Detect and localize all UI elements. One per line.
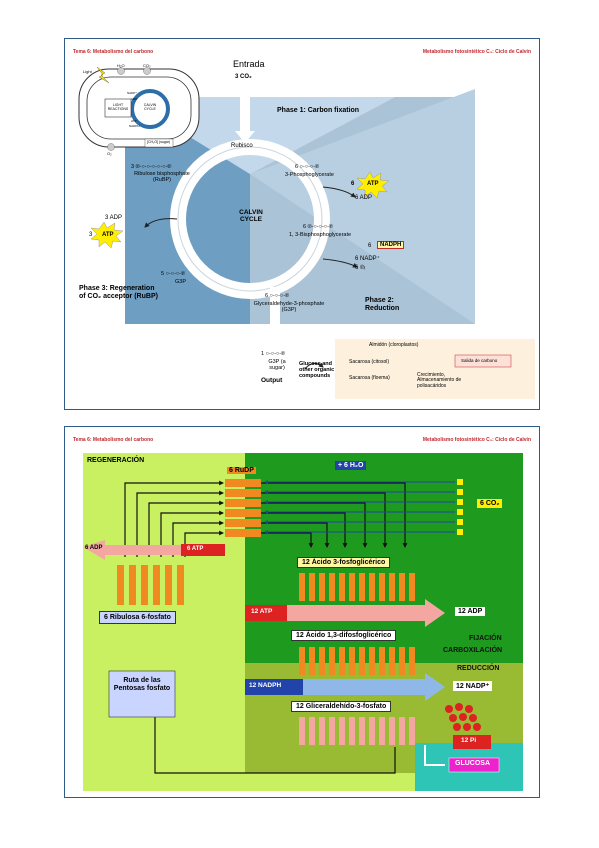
bpg-molecule: 6 ℗-○-○-○-℗ [303, 224, 333, 230]
bpg-name: 1, 3-Bisphosphoglycerate [289, 232, 352, 238]
g3p5-label: G3P [175, 279, 187, 285]
acido13-label: 12 Ácido 1,3-difosfoglicérico [291, 630, 397, 641]
g3p6-name: Glyceraldehyde-3-phosphate (G3P) [253, 301, 325, 314]
entrada-label: Entrada [233, 59, 265, 69]
input-co2: 3 CO₂ [235, 74, 252, 80]
fate-sacarosa-citosol: Sacarosa (citosol) [349, 359, 390, 365]
inset-o2: O₂ [107, 151, 112, 156]
rudp-stack [225, 479, 261, 537]
gliceraldehido-label: 12 Gliceraldehído-3-fosfato [291, 701, 392, 712]
atp3-count: 3 [89, 232, 93, 238]
inset-light: Light [83, 69, 92, 74]
glucosa-label: GLUCOSA [455, 760, 490, 767]
rubisco-label: Rubisco [231, 143, 253, 149]
nadph12-label: 12 NADPH [249, 682, 282, 689]
reduccion-label: REDUCCIÓN [457, 665, 500, 672]
inset-nadph: NADPH [129, 124, 140, 128]
header-topic: Tema 6: Metabolismo del carbono [73, 437, 154, 443]
regeneracion-label: REGENERACIÓN [87, 457, 145, 464]
phase1-label: Phase 1: Carbon fixation [277, 107, 360, 114]
inset-co2: CO₂ [143, 63, 151, 68]
slide-header: Tema 6: Metabolismo del carbono Metaboli… [73, 437, 531, 447]
g3p6-molecule: 6 ○-○-○-℗ [265, 293, 290, 299]
atp12-label: 12 ATP [251, 608, 273, 615]
inset-light-reactions: LIGHT REACTIONS [107, 103, 129, 111]
nadp6-label: 6 NADP⁺ [355, 256, 380, 262]
atp6-label: ATP [367, 181, 379, 187]
ribulosa-bars [117, 565, 184, 605]
adp6-label: 6 ADP [355, 195, 373, 201]
g3p-bars [299, 717, 415, 745]
header-topic: Tema 6: Metabolismo del carbono [73, 49, 154, 55]
calvin-cycle-scheme [83, 453, 523, 791]
header-title: Metabolismo fotosintético C₃: Ciclo de C… [422, 49, 531, 55]
atp-burst-6 [356, 171, 390, 199]
slide-header: Tema 6: Metabolismo del carbono Metaboli… [73, 49, 531, 59]
rubp-name: Ribulose bisphosphate (RuBP) [134, 171, 190, 184]
slide-calvin-cycle-english: Tema 6: Metabolismo del carbono Metaboli… [64, 38, 540, 410]
co2-label: 6 CO₂ [477, 499, 503, 508]
adp6-label: 6 ADP [85, 545, 103, 551]
atp12-arrow [245, 599, 445, 627]
regeneration-loop [124, 480, 396, 774]
fate-almidon: Almidón (cloroplastos) [369, 342, 419, 348]
pga-bars [299, 573, 415, 601]
inset-h2o: H₂O [117, 63, 125, 68]
fijacion-label: FIJACIÓN [469, 635, 502, 642]
ruta-pentosas-label: Ruta de las Pentosas fosfato [113, 677, 171, 693]
fate-sacarosa-floema: Sacarosa (floema) [349, 375, 390, 381]
header-title: Metabolismo fotosintético C₃: Ciclo de C… [422, 437, 531, 443]
glucose-label: Glucose and other organic compounds [299, 361, 335, 380]
pga-molecule: 6 ○-○-○-℗ [295, 164, 320, 170]
nadph6-count: 6 [368, 243, 372, 249]
phase2-label: Phase 2: Reduction [365, 297, 400, 313]
inset-adp: ADP [131, 97, 138, 101]
atp6-count: 6 [351, 181, 355, 187]
chloroplast-inset [78, 66, 200, 151]
calvin-cycle-diagram [78, 66, 535, 399]
fate-salida: Salida de carbono [461, 358, 498, 363]
rubp-molecule: 3 ℗-○-○-○-○-○-℗ [131, 164, 172, 170]
carboxilacion-label: CARBOXILACIÓN [443, 647, 503, 654]
atp3-label: ATP [102, 232, 114, 238]
pi12-label: 12 Pi [461, 737, 477, 744]
adp3-label: 3 ADP [105, 215, 123, 221]
carbon-fate-box [335, 339, 535, 399]
pi6-label: 6 ℗ᵢ [355, 265, 366, 271]
adp12-label: 12 ADP [455, 607, 486, 616]
inset-atp: ATP [131, 119, 137, 123]
acido3-label: 12 Ácido 3-fosfoglicérico [297, 557, 391, 568]
atp-burst-3 [90, 221, 124, 249]
inset-sugar: [CH₂O] (sugar) [147, 140, 171, 144]
output-g3p: G3P (a sugar) [268, 359, 286, 372]
ribulosa-label: 6 Ribulosa 6-fosfato [99, 611, 176, 624]
g3p5-molecule: 5 ○-○-○-℗ [161, 271, 186, 277]
co2-stack [457, 479, 463, 535]
glucosa-box [448, 757, 500, 773]
nadp12-label: 12 NADP⁺ [453, 681, 493, 691]
bpg-bars [299, 647, 415, 675]
pga-name: 3-Phosphoglycerate [285, 172, 334, 178]
rudp-label: 6 RuDP [227, 467, 256, 474]
output-molecule: 1 ○-○-○-℗ [261, 351, 286, 357]
phase3-label: Phase 3: Regeneration of CO₂ acceptor (R… [79, 285, 158, 301]
fate-crecimiento: Crecimiento, Almacenamiento de polisacár… [417, 372, 462, 389]
inset-calvin-cycle: CALVIN CYCLE [143, 103, 157, 111]
nadph6-label: NADPH [377, 241, 405, 249]
atp6-label: 6 ATP [187, 546, 204, 552]
inset-nadp: NADP⁺ [127, 91, 137, 95]
slide-calvin-cycle-spanish: Tema 6: Metabolismo del carbono Metaboli… [64, 426, 540, 798]
pi-dots [445, 703, 481, 731]
calvin-cycle-label: CALVIN CYCLE [239, 209, 263, 223]
co2-arrows [264, 480, 455, 534]
output-label: Output [261, 377, 283, 384]
h2o-label: + 6 H₂O [335, 461, 367, 470]
